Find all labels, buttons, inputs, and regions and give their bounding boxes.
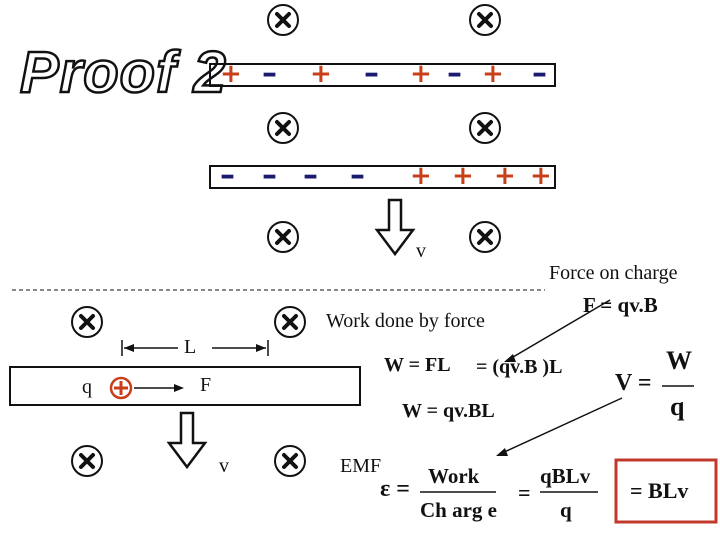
work-qvbl-equation: W = qv.BL: [402, 400, 495, 422]
negative-sign: –: [364, 56, 379, 91]
field-into-page-icon: [71, 306, 103, 338]
negative-sign: –: [262, 56, 277, 91]
voltage-equation: V =: [615, 370, 652, 396]
negative-sign: –: [220, 158, 235, 193]
force-label: F: [200, 374, 212, 396]
velocity-label-top: v: [416, 240, 426, 262]
voltage-denominator: q: [670, 392, 685, 421]
page-title: Proof 2: [20, 40, 227, 105]
field-into-page-icon: [71, 445, 103, 477]
pointer-arrow: [499, 397, 623, 455]
velocity-arrow-icon: [166, 411, 208, 470]
positive-sign: +: [410, 59, 432, 89]
field-into-page-icon: [274, 306, 306, 338]
positive-charge-icon: [109, 376, 133, 400]
magnetic-field-group: [71, 4, 501, 477]
force-equation: F = qv.B: [583, 293, 658, 317]
work-done-label: Work done by force: [326, 310, 485, 332]
negative-sign: –: [447, 56, 462, 91]
emf-label: EMF: [340, 455, 382, 477]
positive-sign: +: [220, 59, 242, 89]
top-rod: [209, 63, 556, 87]
velocity-label-bottom: v: [219, 455, 229, 477]
work-substitution-equation: = (qv.B )L: [476, 356, 563, 378]
positive-sign: +: [310, 59, 332, 89]
work-fl-equation: W = FL: [384, 354, 451, 376]
pointer-arrow: [507, 299, 611, 361]
title-logo: Proof 2: [19, 39, 227, 107]
negative-sign: –: [262, 158, 277, 193]
qblv-denominator: q: [560, 498, 572, 522]
positive-sign: +: [482, 59, 504, 89]
charge-label: q: [82, 376, 92, 398]
positive-sign: +: [410, 161, 432, 191]
positive-sign: +: [452, 161, 474, 191]
bottom-rod: [209, 165, 556, 189]
voltage-numerator: W: [666, 346, 692, 375]
lower-rod: [9, 366, 361, 406]
negative-sign: –: [350, 158, 365, 193]
result-box: [614, 458, 718, 524]
positive-sign: +: [530, 161, 552, 191]
emf-result: = BLv: [630, 478, 689, 503]
field-into-page-icon: [469, 221, 501, 253]
field-into-page-icon: [267, 4, 299, 36]
velocity-arrow-icon: [374, 198, 416, 257]
field-into-page-icon: [469, 112, 501, 144]
emf-symbol: ε =: [380, 476, 410, 502]
length-label: L: [184, 336, 197, 358]
field-into-page-icon: [469, 4, 501, 36]
equals-sign: =: [518, 480, 531, 505]
emf-numerator: Work: [428, 464, 480, 488]
negative-sign: –: [303, 158, 318, 193]
force-on-charge-label: Force on charge: [549, 262, 678, 284]
negative-sign: –: [532, 56, 547, 91]
field-into-page-icon: [274, 445, 306, 477]
field-into-page-icon: [267, 221, 299, 253]
field-into-page-icon: [267, 112, 299, 144]
qblv-numerator: qBLv: [540, 464, 591, 488]
emf-denominator: Ch arg e: [420, 498, 497, 522]
positive-sign: +: [494, 161, 516, 191]
